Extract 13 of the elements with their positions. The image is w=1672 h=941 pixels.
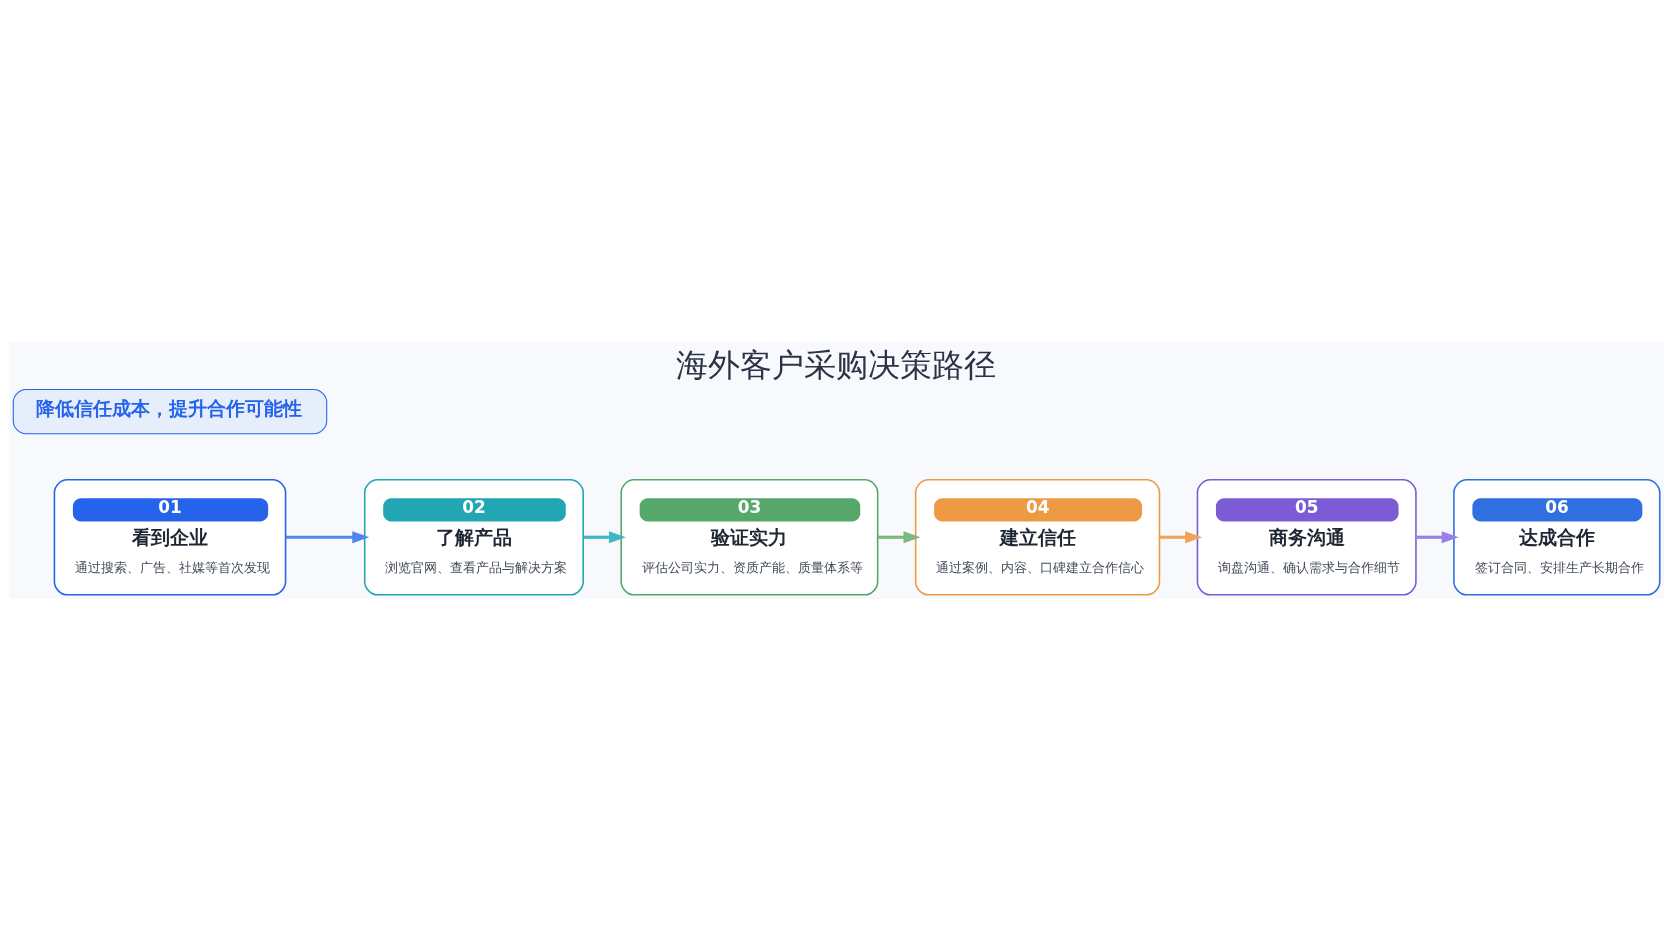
arrow: [877, 531, 920, 544]
node-box: 03 验证实力 评估公司实力、资质产能、质量体系等: [619, 478, 878, 596]
node-box: 02 了解产品 浏览官网、查看产品与解决方案: [363, 478, 584, 596]
node-box: 04 建立信任 通过案例、内容、口碑建立合作信心: [914, 478, 1160, 596]
node-box: 01 看到企业 通过搜索、广告、社媒等首次发现: [53, 478, 286, 596]
arrow: [1415, 531, 1459, 544]
arrow: [285, 531, 369, 544]
node-box: 06 达成合作 签订合同、安排生产长期合作: [1452, 478, 1661, 596]
node-box: 降低信任成本，提升合作可能性: [12, 388, 327, 435]
arrow: [582, 531, 626, 544]
arrow: [1159, 531, 1202, 544]
node-box: 05 商务沟通 询盘沟通、确认需求与合作细节: [1196, 478, 1417, 596]
diagram-title: 海外客户采购决策路径: [676, 346, 996, 383]
